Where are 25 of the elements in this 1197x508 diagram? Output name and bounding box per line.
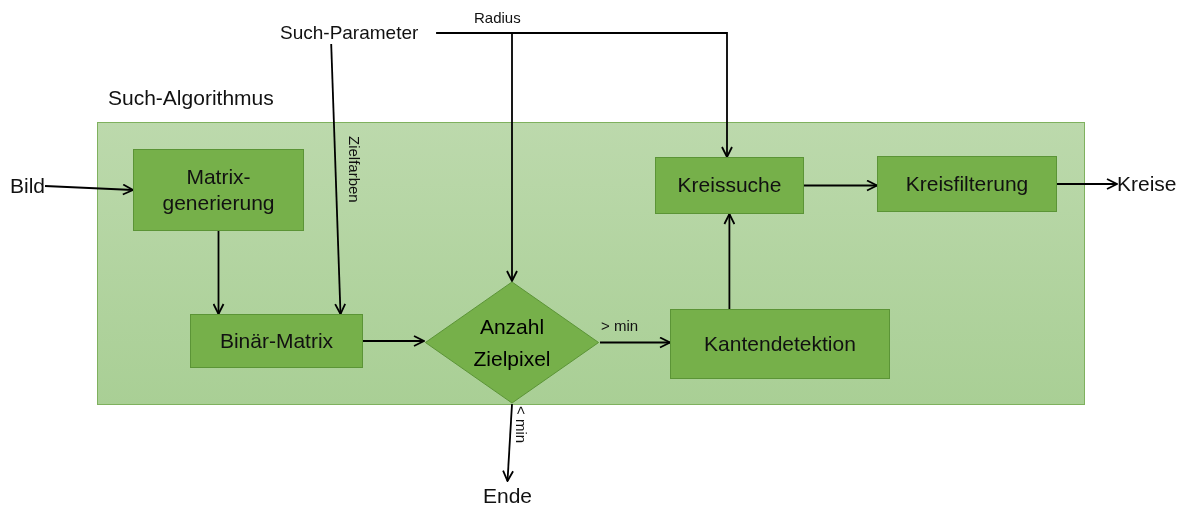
arrow: [502, 403, 514, 482]
arrow: [362, 335, 425, 347]
edge-label: Zielfarben: [346, 136, 363, 203]
terminal-label: Ende: [483, 484, 533, 508]
arrow: [212, 230, 225, 315]
edge-label: < min: [513, 406, 530, 444]
arrow: [803, 179, 878, 192]
terminal-label: Kreise: [1117, 172, 1177, 196]
process-box: Kreissuche: [655, 157, 804, 214]
decision-diamond: Anzahl Zielpixel: [424, 281, 600, 404]
arrow: [723, 213, 736, 310]
process-box: Kreisfilterung: [877, 156, 1057, 212]
terminal-label: Such-Parameter: [280, 22, 419, 44]
arrow: [1056, 178, 1118, 190]
arrow: [44, 183, 134, 196]
edge-label: > min: [601, 317, 639, 334]
edge-label: Radius: [474, 9, 521, 26]
process-box: Binär-Matrix: [190, 314, 363, 368]
arrow: [599, 336, 671, 349]
arrow: [435, 32, 733, 158]
group-heading: Such-Algorithmus: [108, 86, 274, 110]
process-box: Matrix-generierung: [133, 149, 304, 231]
arrow: [330, 43, 347, 315]
terminal-label: Bild: [10, 174, 46, 198]
process-box: Kantendetektion: [670, 309, 890, 379]
